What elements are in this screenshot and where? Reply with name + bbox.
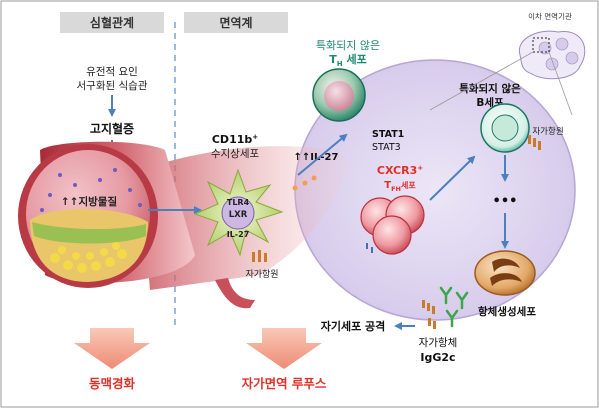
il27-up: ↑↑IL-27	[294, 152, 339, 163]
arrow-tfh-to-b[interactable]	[429, 155, 476, 201]
plasma-er-1	[492, 258, 520, 272]
lipid-droplets	[50, 242, 127, 273]
header-cardio: 심혈관계	[90, 15, 134, 30]
inset-title: 이차 면역기관	[528, 11, 572, 21]
cause-line2: 서구화된 식습관	[77, 80, 148, 92]
vessel-branch	[215, 278, 255, 309]
dc-tlr4: TLR4	[227, 198, 250, 207]
igg2c-label: IgG2c	[420, 351, 455, 364]
tfh-cell-3	[372, 215, 412, 255]
progression-dots: •••	[493, 194, 518, 209]
stat1-label: STAT1	[372, 129, 404, 140]
lipid-particles	[40, 168, 142, 212]
dc-subtitle: 수지상세포	[211, 148, 260, 160]
autoantibody-label: 자가항체	[419, 337, 458, 349]
plasma-er-2	[490, 273, 522, 286]
dc-title: CD11b+	[212, 133, 258, 146]
lipid-label: ↑↑지방물질	[61, 195, 117, 208]
th-title: 특화되지 않은	[316, 39, 380, 52]
cause-line1: 유전적 요인	[86, 66, 138, 78]
inset-organ	[518, 30, 586, 80]
inset-zoom-box	[532, 37, 550, 53]
attack-label: 자기세포 공격	[321, 319, 386, 333]
outcome-arrow-cardio	[74, 328, 150, 369]
dc-nucleus	[221, 196, 255, 230]
stat3-label: STAT3	[372, 142, 401, 153]
dc-il27: IL-27	[227, 230, 250, 239]
outcome-atherosclerosis: 동맥경화	[89, 376, 136, 391]
naive-b-nucleus	[491, 114, 519, 142]
outcome-lupus: 자가면역 루푸스	[242, 376, 327, 391]
b-autoantigen-label: 자가항원	[532, 127, 563, 137]
tfh-receptors	[366, 243, 373, 253]
cxcr3-label: CXCR3+	[377, 164, 423, 177]
dc-lxr: LXR	[229, 210, 248, 220]
b-autoantigen-icon	[528, 135, 541, 150]
inset-follicles	[538, 37, 579, 71]
naive-th-nucleus	[324, 81, 354, 111]
inset-zoom-line-2	[548, 51, 573, 116]
header-cardio-box	[60, 12, 164, 33]
plaque-green-layer	[32, 222, 146, 244]
autoantibodies-icon	[439, 286, 469, 328]
immune-complex-antigens	[422, 300, 436, 329]
plasma-cell	[474, 250, 536, 296]
th-label: TH 세포	[329, 52, 366, 68]
tfh-label: TFH세포	[384, 180, 416, 193]
outcome-arrow-immune	[246, 328, 322, 369]
header-immune-box	[184, 12, 288, 33]
dc-autoantigen-label: 자가항원	[245, 269, 278, 280]
plasma-label: 항체생성세포	[478, 305, 536, 318]
header-immune: 면역계	[219, 15, 252, 30]
arrow-dc-to-organ[interactable]	[297, 133, 348, 176]
dc-autoantigen-icon	[252, 250, 267, 262]
inset-zoom-line-1	[429, 51, 534, 111]
hyperlipidemia: 고지혈증	[90, 121, 134, 136]
il27-dots	[292, 175, 317, 191]
